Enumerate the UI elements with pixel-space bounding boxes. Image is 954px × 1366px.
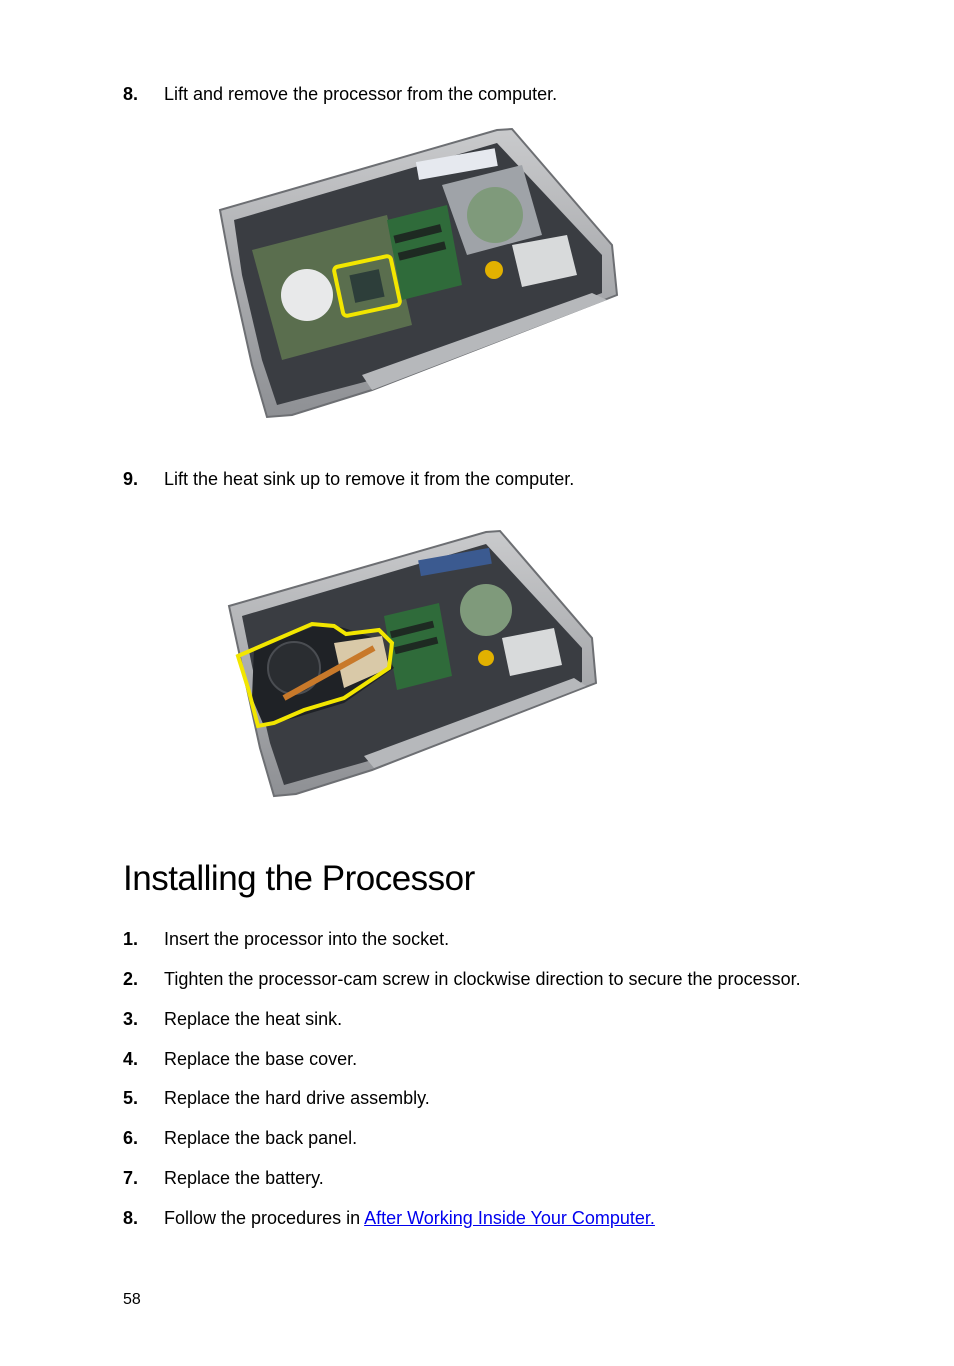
step-number: 1. (123, 929, 139, 949)
heat-sink-highlight (235, 621, 395, 729)
step-text: Insert the processor into the socket. (164, 929, 450, 949)
section-title: Installing the Processor (123, 859, 475, 898)
step-text: Lift the heat sink up to remove it from … (164, 469, 575, 489)
step-text: Tighten the processor-cam screw in clock… (164, 969, 801, 989)
after-working-inside-link[interactable]: After Working Inside Your Computer. (364, 1208, 655, 1228)
step-number: 9. (123, 469, 139, 489)
step-number: 4. (123, 1049, 139, 1069)
step-text: Replace the base cover. (164, 1049, 358, 1069)
heat-sink-removal-photo (224, 528, 599, 800)
step-number: 3. (123, 1009, 139, 1029)
step-number: 2. (123, 969, 139, 989)
laptop-chassis-image (227, 529, 598, 798)
step-text: Follow the procedures in After Working I… (164, 1207, 655, 1229)
laptop-chassis-image (218, 127, 619, 419)
step-number: 8. (123, 1208, 139, 1228)
processor-highlight (332, 254, 402, 318)
page-number: 58 (123, 1291, 141, 1308)
step-text: Replace the heat sink. (164, 1009, 343, 1029)
step-text-prefix: Follow the procedures in (164, 1208, 365, 1228)
step-number: 6. (123, 1128, 139, 1148)
step-text: Replace the back panel. (164, 1128, 358, 1148)
step-text: Replace the hard drive assembly. (164, 1088, 430, 1108)
step-text: Replace the battery. (164, 1168, 324, 1188)
step-number: 7. (123, 1168, 139, 1188)
step-number: 5. (123, 1088, 139, 1108)
step-number: 8. (123, 84, 139, 104)
processor-removal-photo (212, 125, 622, 425)
step-text: Lift and remove the processor from the c… (164, 84, 558, 104)
